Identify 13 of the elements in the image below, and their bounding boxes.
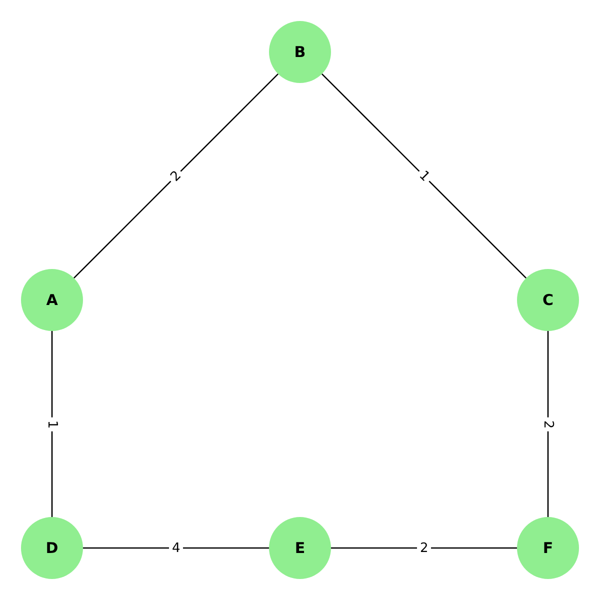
node-label: E <box>294 539 306 557</box>
edge-line <box>51 331 53 517</box>
edge-line <box>73 73 279 279</box>
node-label: F <box>542 539 554 557</box>
edge-line <box>83 547 269 549</box>
node-label: B <box>294 43 306 61</box>
node-label: C <box>542 291 554 309</box>
node-label: D <box>46 539 58 557</box>
edge-line <box>321 73 527 279</box>
edge-line <box>331 547 517 549</box>
edge-line <box>547 331 549 517</box>
node-circle <box>269 21 331 83</box>
node-label: A <box>46 291 58 309</box>
